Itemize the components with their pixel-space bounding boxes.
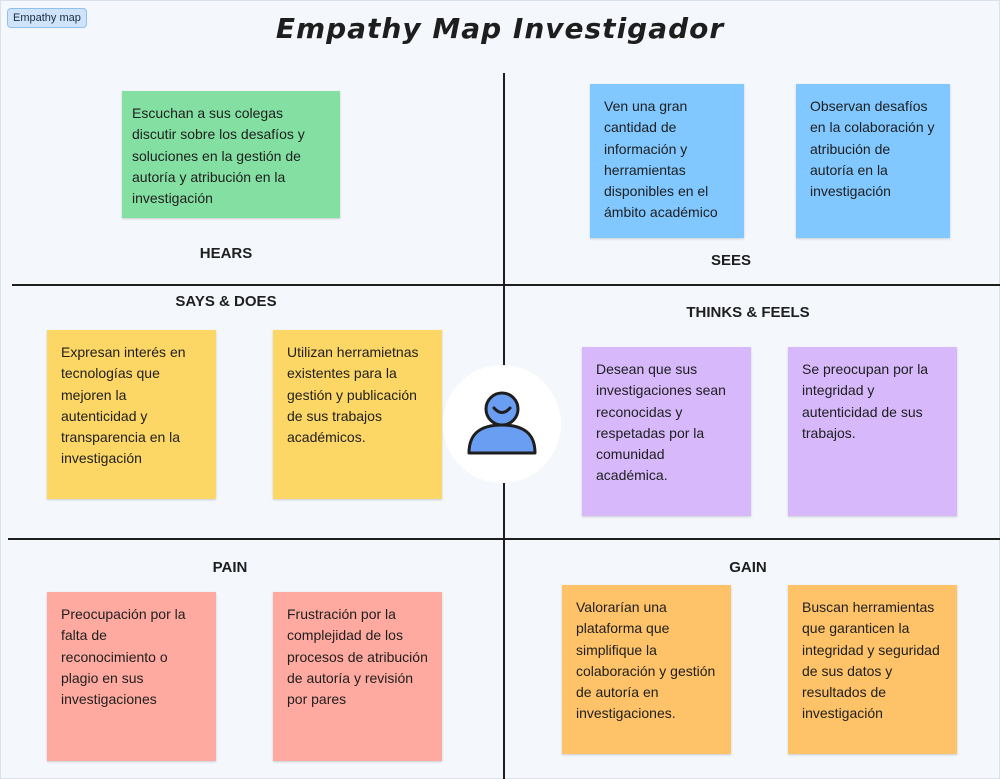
label-hears: HEARS	[199, 245, 253, 262]
divider-horizontal-bottom	[8, 538, 1000, 540]
person-icon	[467, 391, 537, 455]
label-thinks-feels: THINKS & FEELS	[686, 304, 810, 321]
divider-horizontal-top	[12, 284, 1000, 286]
label-gain: GAIN	[729, 559, 767, 576]
center-circle	[443, 365, 561, 483]
sticky-note-pain-1[interactable]: Preocupación por la falta de reconocimie…	[47, 592, 216, 761]
label-pain: PAIN	[212, 559, 248, 576]
sticky-note-says-does-2[interactable]: Utilizan herramietnas existentes para la…	[273, 330, 442, 499]
sticky-note-sees-1[interactable]: Ven una gran cantidad de información y h…	[590, 84, 744, 238]
page-title: Empathy Map Investigador	[275, 12, 725, 45]
sticky-note-thinks-feels-2[interactable]: Se preocupan por la integridad y autenti…	[788, 347, 957, 516]
sticky-note-pain-2[interactable]: Frustración por la complejidad de los pr…	[273, 592, 442, 761]
sticky-note-sees-2[interactable]: Observan desafíos en la colaboración y a…	[796, 84, 950, 238]
sticky-note-thinks-feels-1[interactable]: Desean que sus investigaciones sean reco…	[582, 347, 751, 516]
sticky-note-gain-1[interactable]: Valorarían una plataforma que simplifiqu…	[562, 585, 731, 754]
sticky-note-hears-1[interactable]: Escuchan a sus colegas discutir sobre lo…	[122, 91, 340, 218]
label-says-does: SAYS & DOES	[175, 293, 277, 310]
sticky-note-says-does-1[interactable]: Expresan interés en tecnologías que mejo…	[47, 330, 216, 499]
label-sees: SEES	[710, 252, 752, 269]
frame-tag[interactable]: Empathy map	[7, 8, 87, 28]
sticky-note-gain-2[interactable]: Buscan herramientas que garanticen la in…	[788, 585, 957, 754]
